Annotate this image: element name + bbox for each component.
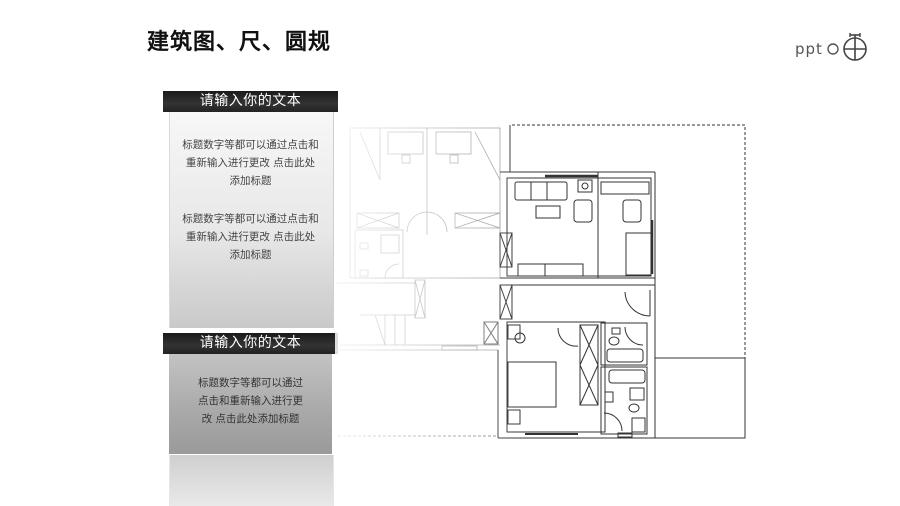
text-panel-2 [169, 354, 332, 454]
text-panel-1 [169, 112, 334, 328]
panel-1-paragraph-2[interactable]: 标题数字等都可以通过点击和重新输入进行更改 点击此处添加标题 [182, 213, 319, 261]
panel-reflection [169, 455, 334, 506]
logo: ppt [795, 33, 875, 64]
panel-1-header[interactable]: 请输入你的文本 [163, 91, 338, 112]
panel-2-paragraph-1[interactable]: 标题数字等都可以通过点击和重新输入进行更改 点击此处添加标题 [198, 377, 303, 425]
slide-title: 建筑图、尺、圆规 [147, 30, 332, 55]
panel-2-header[interactable]: 请输入你的文本 [163, 333, 338, 354]
logo-text: ppt [795, 40, 823, 58]
panel-1-paragraph-1[interactable]: 标题数字等都可以通过点击和重新输入进行更改 点击此处添加标题 [182, 139, 319, 187]
floor-plan-image [335, 118, 755, 448]
circle-cross-icon [827, 33, 867, 61]
